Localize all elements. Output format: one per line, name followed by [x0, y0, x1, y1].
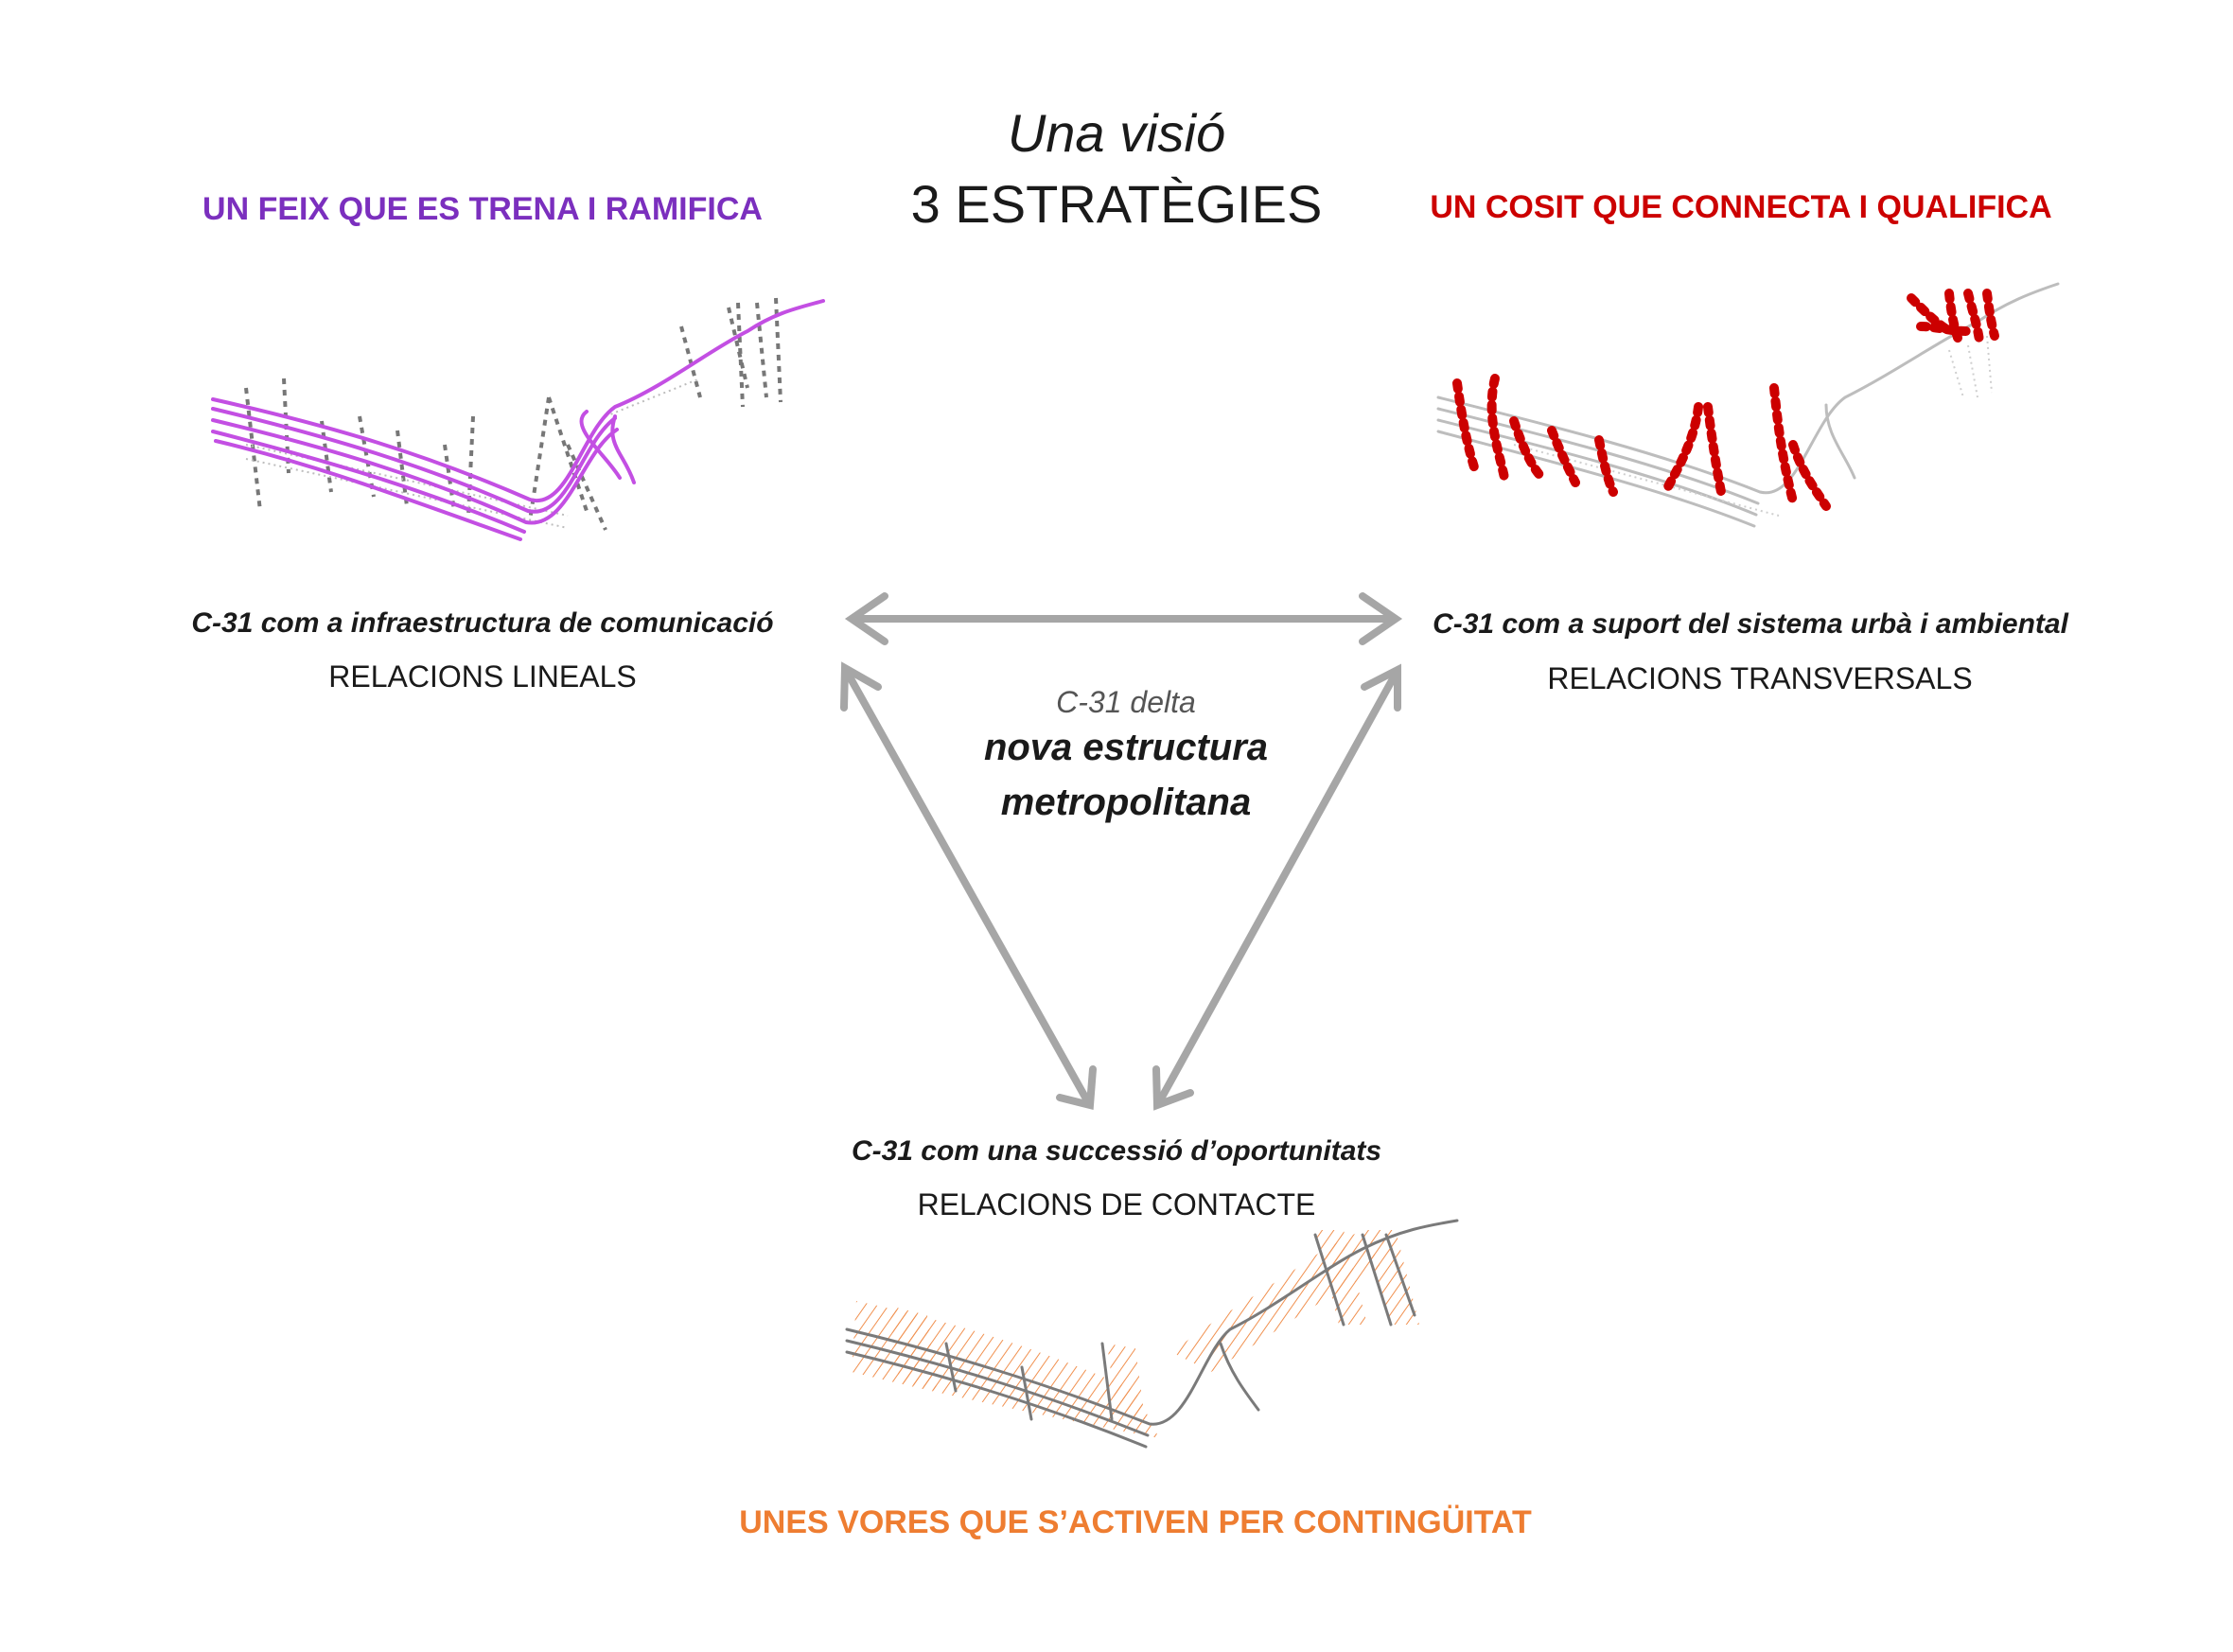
center-label-line2: metropolitana [1000, 782, 1252, 823]
arrow-right [1152, 663, 1401, 1111]
strategy-heading-contacte: UNES VORES QUE S’ACTIVEN PER CONTINGÜITA… [739, 1504, 1532, 1540]
map-contacte [845, 1219, 1459, 1449]
subtitle-lineal: C-31 com a infraestructura de comunicaci… [191, 607, 774, 639]
relation-lineal: RELACIONS LINEALS [328, 659, 637, 694]
title-main: 3 ESTRATÈGIES [910, 174, 1323, 234]
map-lineal [211, 297, 825, 541]
relation-contacte: RELACIONS DE CONTACTE [917, 1187, 1316, 1221]
subtitle-contacte: C-31 com una successió d’oportunitats [851, 1135, 1382, 1167]
relation-transversal: RELACIONS TRANSVERSALS [1547, 661, 1973, 695]
center-label-small: C-31 delta [1056, 685, 1196, 719]
strategy-heading-transversal: UN COSIT QUE CONNECTA I QUALIFICA [1430, 189, 2052, 225]
map-transversal [1436, 282, 2060, 528]
title-italic: Una visió [1007, 103, 1226, 163]
subtitle-transversal: C-31 com a suport del sistema urbà i amb… [1433, 608, 2068, 640]
strategy-heading-lineal: UN FEIX QUE ES TRENA I RAMIFICA [202, 191, 763, 227]
center-label-line1: nova estructura [983, 727, 1269, 768]
arrow-top [844, 592, 1403, 645]
arrow-left [840, 661, 1097, 1111]
